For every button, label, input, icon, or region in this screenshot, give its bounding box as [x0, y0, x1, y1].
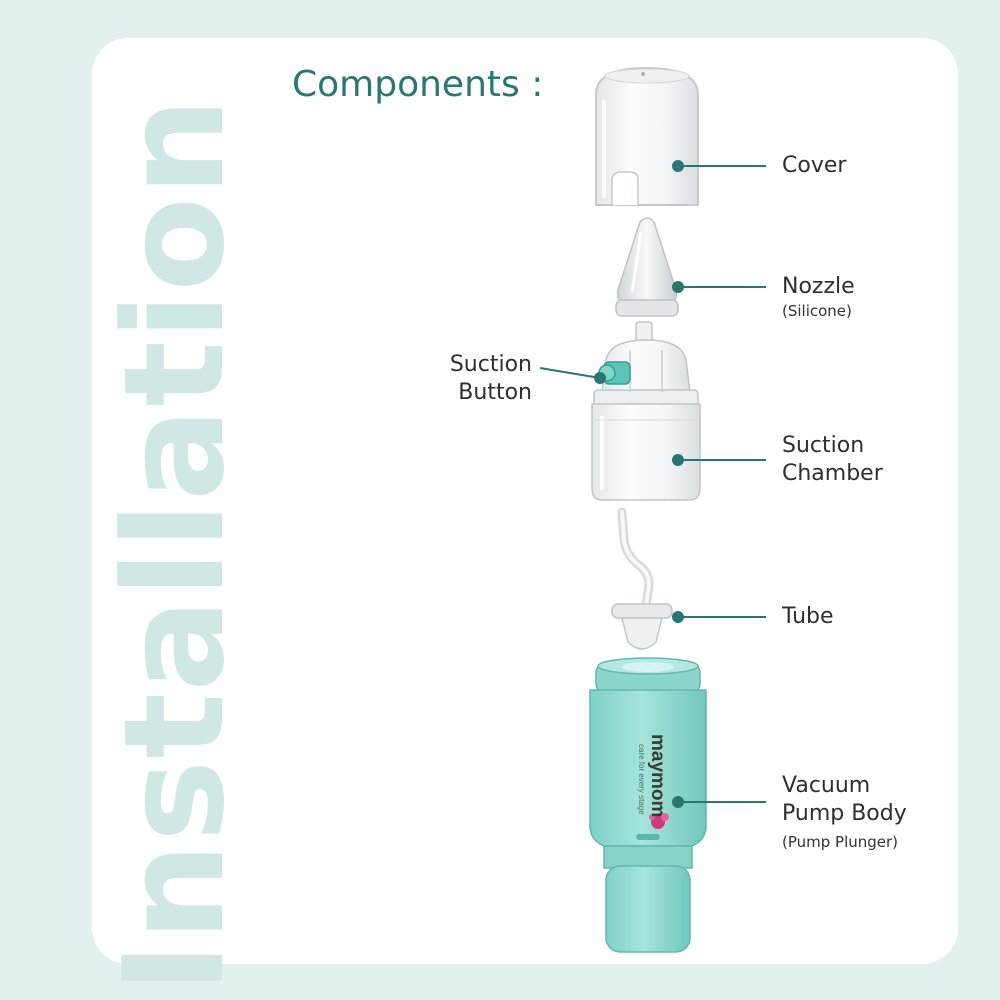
label-vacuum-pump-body: Vacuum Pump Body (Pump Plunger) [782, 773, 907, 851]
vacuum-pump-body-part: maymom care for every stage [589, 657, 707, 953]
label-tube: Tube [782, 604, 834, 629]
cover-part [595, 66, 699, 206]
label-suction-button: Suction Button [449, 352, 532, 405]
leader-lines [539, 160, 766, 808]
tube-part [611, 507, 673, 650]
label-suction-chamber: Suction Chamber [782, 433, 883, 486]
brand-tagline: care for every stage [637, 744, 646, 815]
components-heading: Components : [292, 64, 544, 105]
maymom-logo: maymom care for every stage [637, 734, 669, 829]
label-cover: Cover [782, 153, 847, 178]
label-nozzle: Nozzle (Silicone) [782, 274, 855, 320]
content-card [92, 38, 958, 964]
nozzle-part [615, 217, 679, 317]
suction-chamber-part [591, 403, 701, 501]
label-pump-body-note: (Pump Plunger) [782, 833, 899, 851]
label-nozzle-note: (Silicone) [782, 302, 852, 320]
brand-name: maymom [647, 734, 668, 817]
